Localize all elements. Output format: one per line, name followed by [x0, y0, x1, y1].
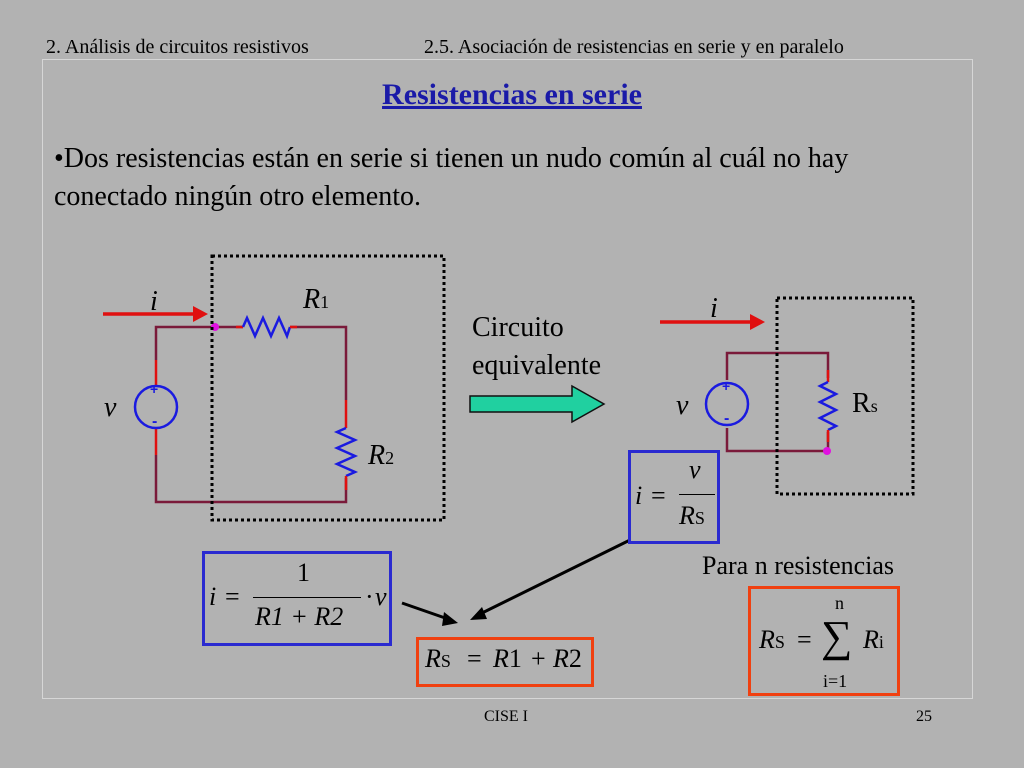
- para-n-label: Para n resistencias: [702, 551, 895, 580]
- left-voltage-source: [133, 384, 179, 430]
- page-number: 25: [916, 708, 932, 725]
- arrow-i-rs-to-rs: [479, 538, 631, 616]
- left-circuit: [103, 254, 446, 522]
- arrow-i-full-to-rs: [401, 601, 449, 621]
- left-current-label: i: [150, 286, 158, 317]
- equivalent-arrow: [469, 384, 606, 424]
- left-voltage-label: v: [104, 392, 117, 423]
- resistor-r1: [241, 314, 292, 340]
- formula-rs-series: RS = R1 + R2: [416, 637, 594, 687]
- left-dotted-box: [210, 254, 446, 522]
- right-circuit: [660, 296, 915, 496]
- slide-title: Resistencias en serie: [382, 78, 642, 111]
- footer-center: CISE I: [484, 708, 528, 725]
- header-chapter: 2. Análisis de circuitos resistivos: [46, 36, 309, 58]
- right-plus: +: [722, 378, 731, 394]
- left-minus: -: [152, 413, 158, 430]
- equiv-label-line1: Circuito: [472, 312, 564, 343]
- right-minus: -: [724, 410, 730, 427]
- rs-label: Rs: [852, 388, 878, 419]
- right-voltage-source: [704, 381, 750, 427]
- formula-rs-sum: RS = n ∑ i=1 Ri: [748, 586, 900, 696]
- left-wire-top: [154, 325, 243, 360]
- right-voltage-label: v: [676, 390, 689, 421]
- r2-label: R2: [368, 440, 395, 471]
- left-wire-right: [290, 325, 348, 400]
- formula-i-over-rs: i = v RS: [628, 450, 720, 544]
- r1-label: R1: [303, 284, 330, 315]
- resistor-rs: [817, 380, 839, 432]
- slide-frame: [42, 59, 973, 699]
- formula-i-full: i = 1 R1 + R2 · v: [202, 551, 392, 646]
- header-section: 2.5. Asociación de resistencias en serie…: [424, 36, 844, 58]
- right-node: [823, 447, 831, 455]
- left-plus: +: [150, 381, 159, 397]
- right-current-label: i: [710, 293, 718, 324]
- resistor-r2: [333, 426, 359, 478]
- right-dotted-box: [775, 296, 915, 496]
- bullet-text: •Dos resistencias están en serie si tien…: [54, 143, 849, 212]
- equiv-label-line2: equivalente: [472, 350, 602, 381]
- left-wire-bottom: [154, 455, 348, 504]
